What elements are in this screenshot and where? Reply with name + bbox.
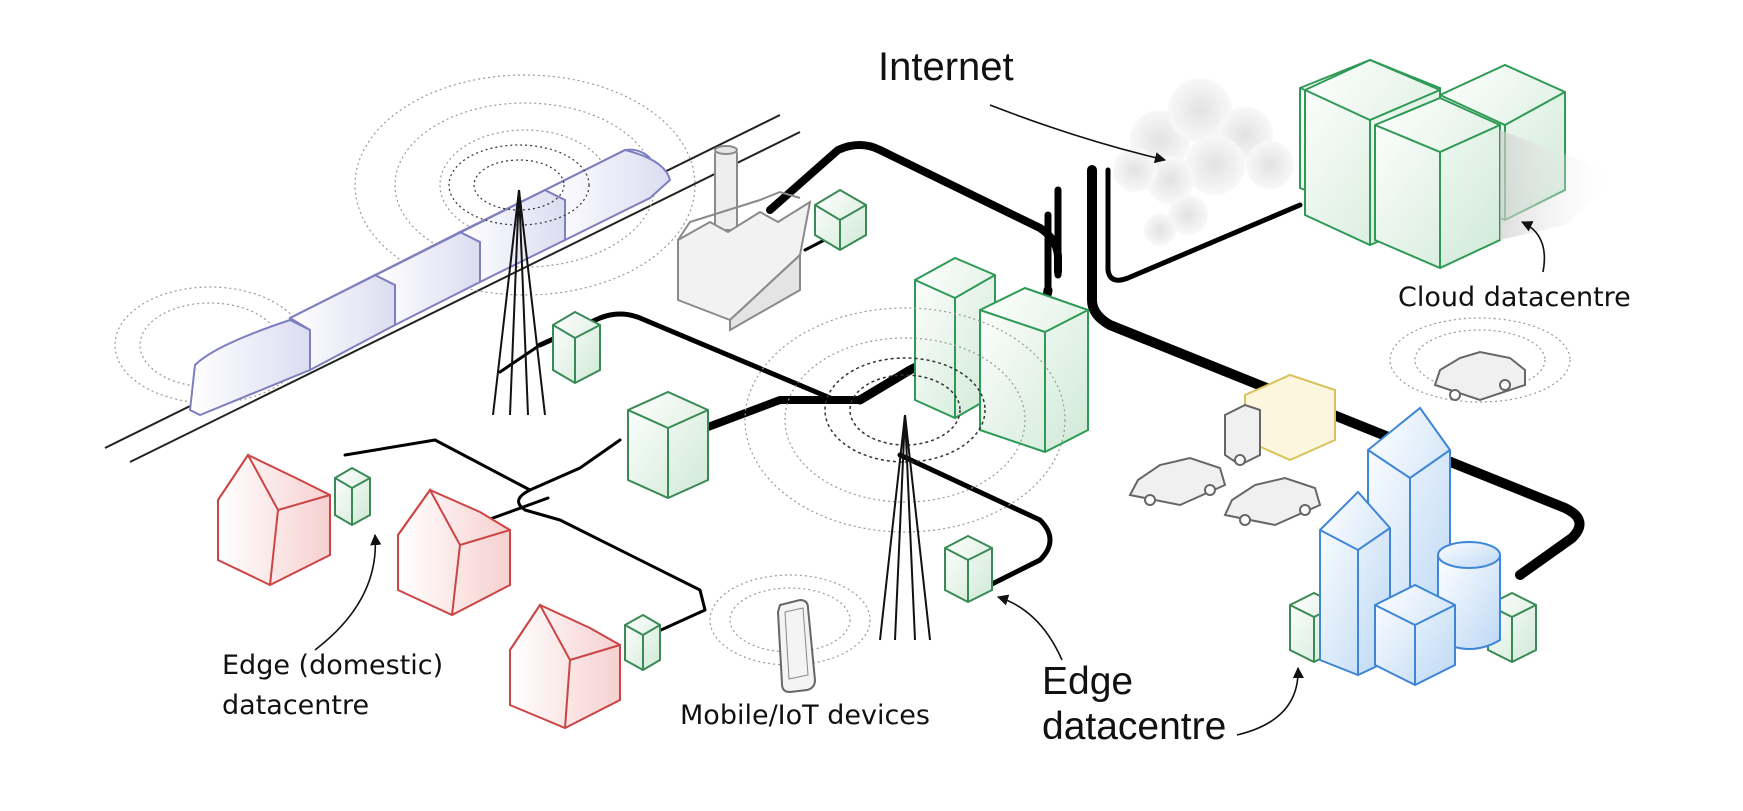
edge-node-house1 — [334, 466, 371, 527]
edge-node-tower — [552, 310, 601, 385]
phone-icon — [776, 598, 817, 694]
arrow-internet — [989, 104, 1167, 164]
cable-internet-cloud — [1105, 167, 1303, 283]
edge-node-central — [627, 390, 709, 500]
cable-domestic-house3 — [558, 518, 707, 637]
truck — [1224, 373, 1336, 467]
edge-node-right — [944, 534, 993, 604]
cable-internet-factory — [766, 141, 1062, 276]
factory-side — [729, 252, 801, 332]
cable-hub-center — [696, 396, 864, 434]
mobile-device — [709, 574, 871, 694]
tower-train — [448, 144, 590, 416]
house-2 — [397, 488, 511, 617]
label-edge-domestic-line2: datacentre — [222, 690, 370, 721]
train-signal-rings — [114, 74, 696, 404]
city-tower-short — [1319, 490, 1391, 677]
vehicles — [1128, 317, 1571, 527]
label-mobile-iot: Mobile/IoT devices — [680, 700, 930, 731]
cable-central-domestic — [517, 438, 622, 522]
city-buildings — [1319, 406, 1501, 687]
tower-central — [744, 307, 1066, 641]
edge-node-factory — [814, 188, 867, 252]
train-car-5 — [542, 148, 672, 242]
arrow-edge-domestic — [314, 533, 382, 651]
label-edge-domestic-line1: Edge (domestic) — [222, 650, 444, 681]
label-internet: Internet — [878, 45, 1014, 89]
factory-chimney — [714, 149, 738, 231]
car-cloud — [1389, 317, 1571, 403]
arrow-edge-dc — [996, 594, 1063, 661]
cable-tower-node — [498, 343, 542, 374]
cloud-datacentre-building — [1299, 58, 1566, 270]
edge-nodes — [334, 188, 1537, 672]
houses — [217, 453, 621, 730]
house-3 — [509, 603, 621, 730]
factory-body — [677, 199, 812, 322]
car-2 — [1223, 476, 1322, 527]
tower-central-signal — [744, 307, 1066, 533]
cable-internet-city — [1087, 165, 1585, 580]
network-cables — [343, 141, 1585, 637]
edge-datacentre-building — [914, 256, 1089, 454]
train-car-front — [188, 318, 311, 417]
label-edge-datacentre-line2: datacentre — [1042, 705, 1227, 748]
city-block — [1374, 583, 1456, 687]
factory — [677, 145, 812, 332]
cable-hub-edge-right — [897, 452, 1053, 593]
arrow-cloud-dc — [1520, 221, 1546, 273]
cable-domestic-house1 — [343, 438, 532, 492]
rail-line-bottom — [129, 131, 801, 463]
cloud-dc-shadow — [1500, 130, 1620, 240]
label-cloud-datacentre: Cloud datacentre — [1398, 282, 1631, 313]
car-1 — [1128, 456, 1227, 507]
cable-hub-tower — [537, 311, 838, 403]
annotation-arrows — [314, 104, 1546, 736]
train-roof — [289, 148, 651, 319]
house-1 — [217, 453, 331, 587]
tower-central-signal-inner — [824, 357, 986, 463]
arrow-city-edge — [1236, 666, 1304, 736]
label-edge-datacentre-line1: Edge — [1042, 660, 1134, 703]
edge-node-house3 — [624, 613, 661, 672]
train — [114, 74, 696, 417]
tower-train-signal — [448, 144, 590, 226]
